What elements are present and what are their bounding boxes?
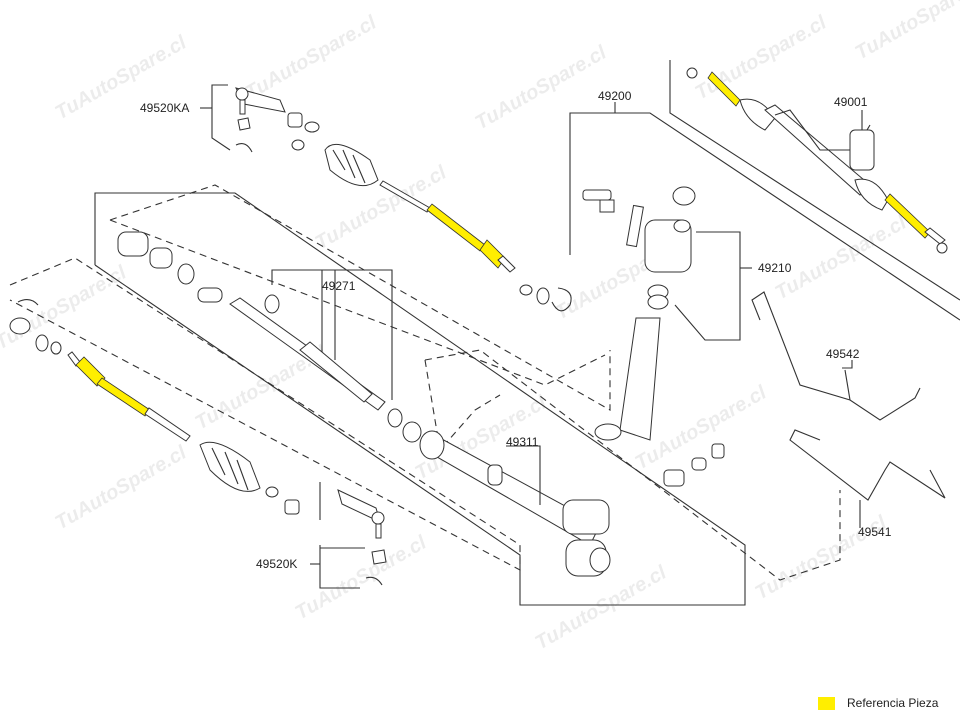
legend-swatch [818,696,835,710]
rack-49271[interactable]: 49271 [229,269,393,411]
watermark: TuAutoSpare.cl [292,531,431,624]
clamp-lower [9,299,62,355]
label-49520KA[interactable]: 49520KA [140,101,189,115]
label-49520K[interactable]: 49520K [256,557,297,571]
watermark: TuAutoSpare.cl [772,211,911,304]
pinion-valve-49210[interactable]: 49210 [582,186,792,441]
watermark: TuAutoSpare.cl [852,0,960,64]
frame-lines [9,60,960,606]
watermark: TuAutoSpare.cl [532,561,671,654]
watermark: TuAutoSpare.cl [692,11,831,104]
label-49210[interactable]: 49210 [758,261,792,275]
watermarks: TuAutoSpare.cl TuAutoSpare.cl TuAutoSpar… [0,0,960,654]
label-49200[interactable]: 49200 [598,89,632,103]
rack-bushings [117,231,280,314]
watermark: TuAutoSpare.cl [242,11,381,104]
label-49541[interactable]: 49541 [858,525,892,539]
label-49311[interactable]: 49311 [506,435,539,449]
label-49271[interactable]: 49271 [322,279,356,293]
steering-gear-assembly-49001[interactable]: 49001 [686,67,948,254]
boot-lower [199,441,261,492]
watermark: TuAutoSpare.cl [52,441,191,534]
clamp-upper [519,284,572,312]
label-group-49200: 49200 [598,89,632,113]
gear-housing-49311[interactable]: 49311 [419,430,611,577]
rack-washers [387,408,422,443]
boot-upper [324,143,379,187]
adjuster-plug [663,443,725,487]
return-line-49541[interactable]: 49541 [789,429,946,539]
tie-rod-end-upper[interactable]: 49520KA [140,84,286,153]
label-49542[interactable]: 49542 [826,347,860,361]
legend: Referencia Pieza [818,696,938,710]
pressure-line-49542[interactable]: 49542 [751,291,921,421]
label-49001[interactable]: 49001 [834,95,868,109]
tie-rod-end-lower[interactable]: 49520K [256,482,387,589]
inner-tie-rod-lower[interactable] [67,351,191,442]
inner-tie-rod-upper[interactable] [379,180,516,273]
nut-washer-upper [287,112,320,151]
nut-washer-lower [265,486,300,515]
watermark: TuAutoSpare.cl [472,41,611,134]
legend-label: Referencia Pieza [847,696,939,710]
